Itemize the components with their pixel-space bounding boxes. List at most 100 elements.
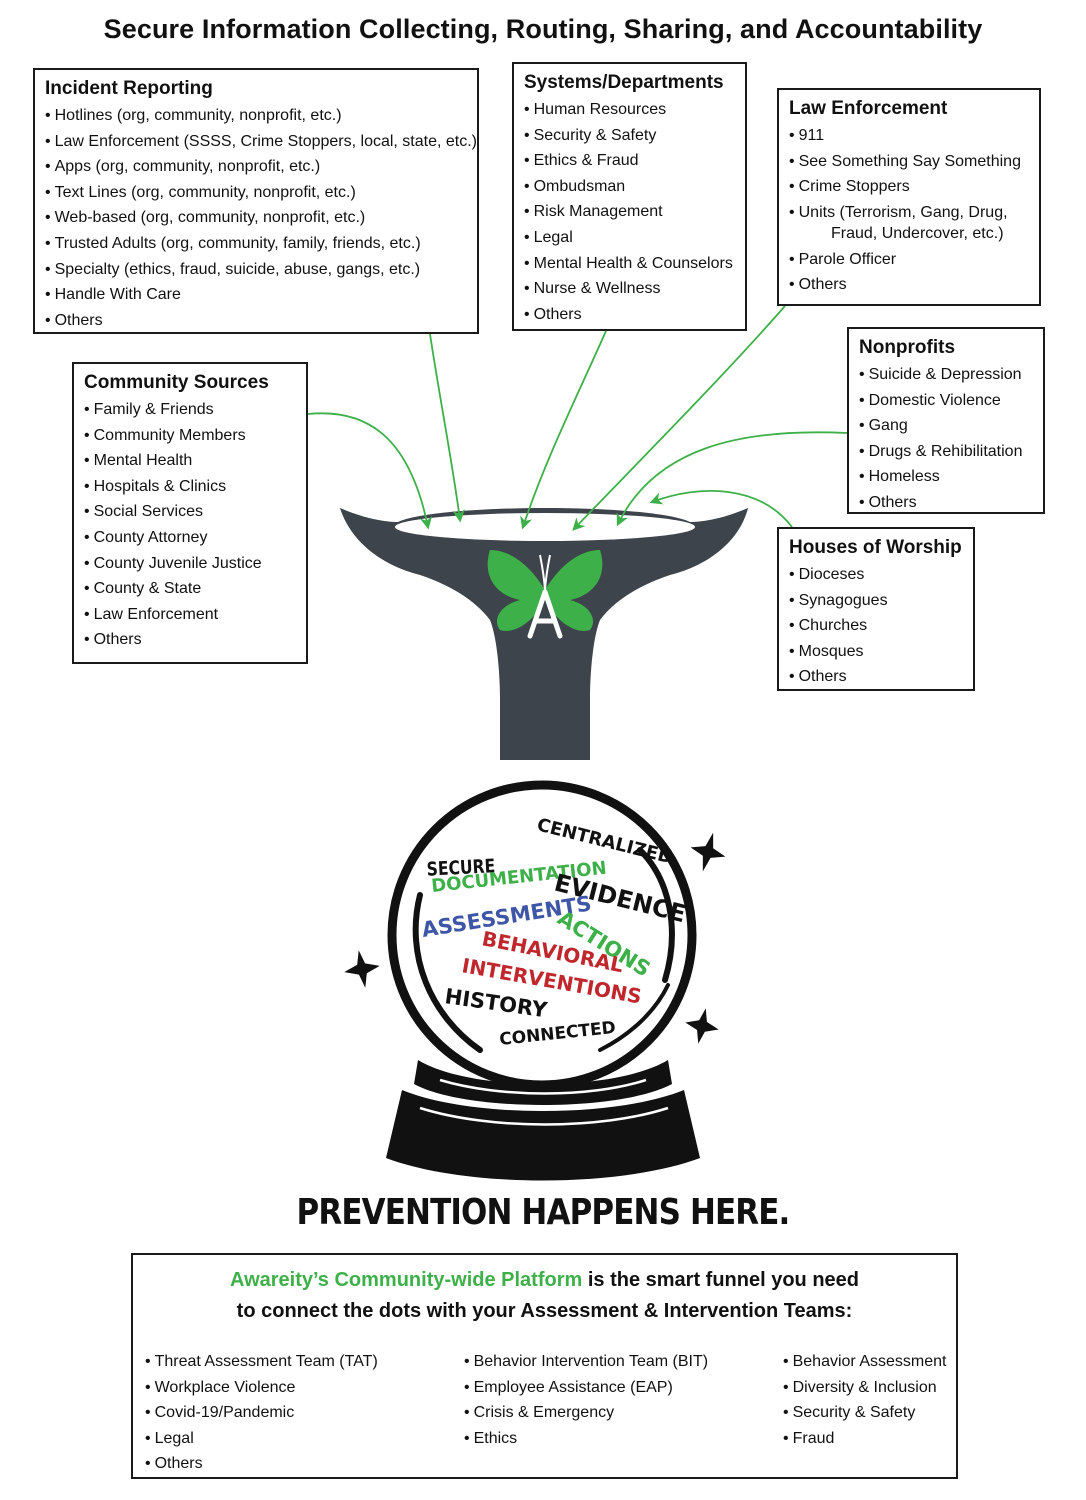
list-item: Dioceses [789, 562, 965, 588]
list-item: Others [84, 627, 298, 653]
list-item: Workplace Violence [145, 1375, 378, 1401]
list-item: Security & Safety [783, 1400, 946, 1426]
list-item: Human Resources [524, 97, 737, 123]
arrow-law [572, 305, 786, 531]
law-enforcement-box: Law Enforcement 911 See Something Say So… [777, 88, 1041, 306]
list-item: Gang [859, 413, 1035, 439]
list-item: Risk Management [524, 199, 737, 225]
list-item: Crisis & Emergency [464, 1400, 708, 1426]
page-title: Secure Information Collecting, Routing, … [103, 14, 983, 44]
list-item: Community Members [84, 423, 298, 449]
prevention-headline: PREVENTION HAPPENS HERE. [296, 1192, 791, 1233]
list-item: Nurse & Wellness [524, 276, 737, 302]
list-item: Domestic Violence [859, 388, 1035, 414]
team-column-1: Threat Assessment Team (TAT) Workplace V… [145, 1349, 378, 1477]
houses-of-worship-heading: Houses of Worship [789, 537, 962, 558]
list-item: Others [524, 302, 737, 328]
list-item: Others [145, 1451, 378, 1477]
list-item: Law Enforcement [84, 602, 298, 628]
list-item: Others [789, 272, 1031, 298]
platform-lead-line2: to connect the dots with your Assessment… [236, 1300, 853, 1322]
platform-name: Awareity’s Community-wide Platform [229, 1269, 583, 1291]
butterfly-logo-icon [487, 550, 603, 639]
list-item: County Attorney [84, 525, 298, 551]
list-item: Covid-19/Pandemic [145, 1400, 378, 1426]
arrow-nonprofits [616, 431, 848, 527]
star-icon [685, 1008, 719, 1044]
list-item: Others [859, 490, 1035, 516]
houses-of-worship-list: Dioceses Synagogues Churches Mosques Oth… [789, 562, 965, 690]
team-column-2: Behavior Intervention Team (BIT) Employe… [464, 1349, 708, 1451]
nonprofits-heading: Nonprofits [859, 337, 956, 358]
incident-reporting-box: Incident Reporting Hotlines (org, commun… [33, 68, 479, 334]
list-item: Behavior Intervention Team (BIT) [464, 1349, 708, 1375]
arrow-incident [429, 333, 465, 523]
list-item: Others [789, 664, 965, 690]
list-item: Social Services [84, 499, 298, 525]
law-enforcement-heading: Law Enforcement [789, 98, 948, 119]
platform-box: Awareity’s Community-wide Platform is th… [131, 1253, 958, 1479]
list-item: Homeless [859, 464, 1035, 490]
list-item: Specialty (ethics, fraud, suicide, abuse… [45, 257, 469, 283]
systems-departments-box: Systems/Departments Human Resources Secu… [512, 62, 747, 331]
list-item: Trusted Adults (org, community, family, … [45, 231, 469, 257]
list-item: Crime Stoppers [789, 174, 1031, 200]
law-enforcement-list: 911 See Something Say Something Crime St… [789, 123, 1031, 298]
flow-arrows [307, 305, 848, 531]
nonprofits-box: Nonprofits Suicide & Depression Domestic… [847, 327, 1045, 514]
list-item: Legal [524, 225, 737, 251]
systems-departments-list: Human Resources Security & Safety Ethics… [524, 97, 737, 327]
list-item: Employee Assistance (EAP) [464, 1375, 708, 1401]
units-line-1: Units (Terrorism, Gang, Drug, [798, 203, 1008, 221]
community-sources-box: Community Sources Family & Friends Commu… [72, 362, 308, 664]
nonprofits-list: Suicide & Depression Domestic Violence G… [859, 362, 1035, 516]
list-item: Ethics & Fraud [524, 148, 737, 174]
list-item: Ethics [464, 1426, 708, 1452]
houses-of-worship-box: Houses of Worship Dioceses Synagogues Ch… [777, 527, 975, 691]
list-item: Mental Health & Counselors [524, 251, 737, 277]
list-item: Suicide & Depression [859, 362, 1035, 388]
list-item: Threat Assessment Team (TAT) [145, 1349, 378, 1375]
list-item: Legal [145, 1426, 378, 1452]
systems-departments-heading: Systems/Departments [524, 72, 724, 93]
list-item: Synagogues [789, 588, 965, 614]
list-item: 911 [789, 123, 1031, 149]
list-item: Hotlines (org, community, nonprofit, etc… [45, 103, 469, 129]
incident-reporting-list: Hotlines (org, community, nonprofit, etc… [45, 103, 477, 334]
list-item: Units (Terrorism, Gang, Drug, Fraud, Unde… [789, 200, 1031, 247]
list-item: Others [45, 308, 469, 334]
star-icon [344, 950, 380, 988]
arrow-community [307, 412, 433, 530]
platform-lead: Awareity’s Community-wide Platform is th… [133, 1265, 956, 1327]
star-icon [690, 832, 726, 872]
list-item: Hospitals & Clinics [84, 474, 298, 500]
list-item: Ombudsman [524, 174, 737, 200]
funnel-graphic [340, 508, 748, 760]
list-item: County Juvenile Justice [84, 551, 298, 577]
list-item: County & State [84, 576, 298, 602]
list-item: Security & Safety [524, 123, 737, 149]
list-item: Family & Friends [84, 397, 298, 423]
list-item: Drugs & Rehibilitation [859, 439, 1035, 465]
list-item: Mental Health [84, 448, 298, 474]
list-item: Churches [789, 613, 965, 639]
list-item: Mosques [789, 639, 965, 665]
crystal-ball [386, 780, 700, 1181]
list-item: Text Lines (org, community, nonprofit, e… [45, 180, 469, 206]
list-item: Parole Officer [789, 247, 1031, 273]
list-item: Behavior Assessment [783, 1349, 947, 1375]
list-item: Apps (org, community, nonprofit, etc.) [45, 154, 469, 180]
community-sources-heading: Community Sources [84, 372, 269, 393]
list-item: Diversity & Inclusion [783, 1375, 946, 1401]
platform-lead-rest: is the smart funnel you need [582, 1269, 859, 1291]
list-item: Handle With Care [45, 282, 469, 308]
incident-reporting-heading: Incident Reporting [45, 78, 213, 99]
units-line-2: Fraud, Undercover, etc.) [831, 224, 1004, 242]
community-sources-list: Family & Friends Community Members Menta… [84, 397, 298, 653]
ball-word-secure: SECURE [426, 856, 496, 881]
list-item: Law Enforcement (SSSS, Crime Stoppers, l… [45, 129, 477, 155]
arrow-systems [520, 330, 607, 530]
list-item: Fraud [783, 1426, 946, 1452]
list-item: See Something Say Something [789, 149, 1031, 175]
